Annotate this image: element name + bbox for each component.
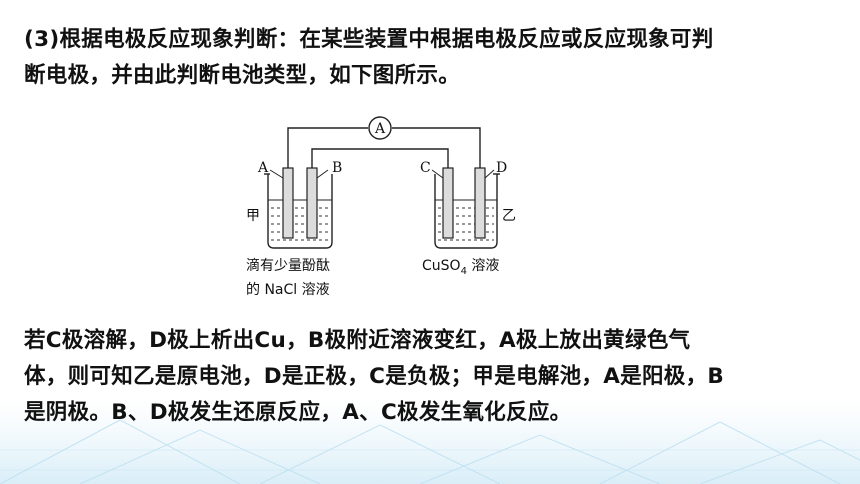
label-c: C <box>420 160 431 176</box>
ammeter: A <box>368 116 392 140</box>
caption-left-line-2: 的 NaCl 溶液 <box>246 282 330 298</box>
conclusion-line-1: 若C极溶解，D极上析出Cu，B极附近溶液变红，A极上放出黄绿色气 <box>24 328 691 353</box>
intro-line-1: (3)根据电极反应现象判断：在某些装置中根据电极反应或反应现象可判 <box>24 27 714 52</box>
electrode-c <box>442 167 454 239</box>
electrode-a <box>282 167 294 239</box>
ammeter-label: A <box>374 121 386 137</box>
conclusion-paragraph: 若C极溶解，D极上析出Cu，B极附近溶液变红，A极上放出黄绿色气 体，则可知乙是… <box>24 323 840 431</box>
caption-left-line-1: 滴有少量酚酞 <box>246 257 330 274</box>
label-b: B <box>332 160 342 176</box>
electrode-d <box>474 167 486 239</box>
label-jia: 甲 <box>246 208 260 224</box>
conclusion-line-3: 是阴极。B、D极发生还原反应，A、C极发生氧化反应。 <box>24 400 572 425</box>
electrode-b <box>306 167 318 239</box>
label-a: A <box>257 160 269 176</box>
label-d: D <box>496 160 507 176</box>
intro-line-2: 断电极，并由此判断电池类型，如下图所示。 <box>24 63 461 88</box>
caption-right: CuSO4 溶液 <box>422 258 499 277</box>
intro-paragraph: (3)根据电极反应现象判断：在某些装置中根据电极反应或反应现象可判 断电极，并由… <box>24 22 840 94</box>
background-decoration <box>0 400 860 484</box>
electrolysis-diagram: A A B 甲 <box>246 116 516 298</box>
label-yi: 乙 <box>502 208 516 224</box>
conclusion-line-2: 体，则可知乙是原电池，D是正极，C是负极；甲是电解池，A是阳极，B <box>24 364 725 389</box>
beaker-left <box>264 173 333 249</box>
